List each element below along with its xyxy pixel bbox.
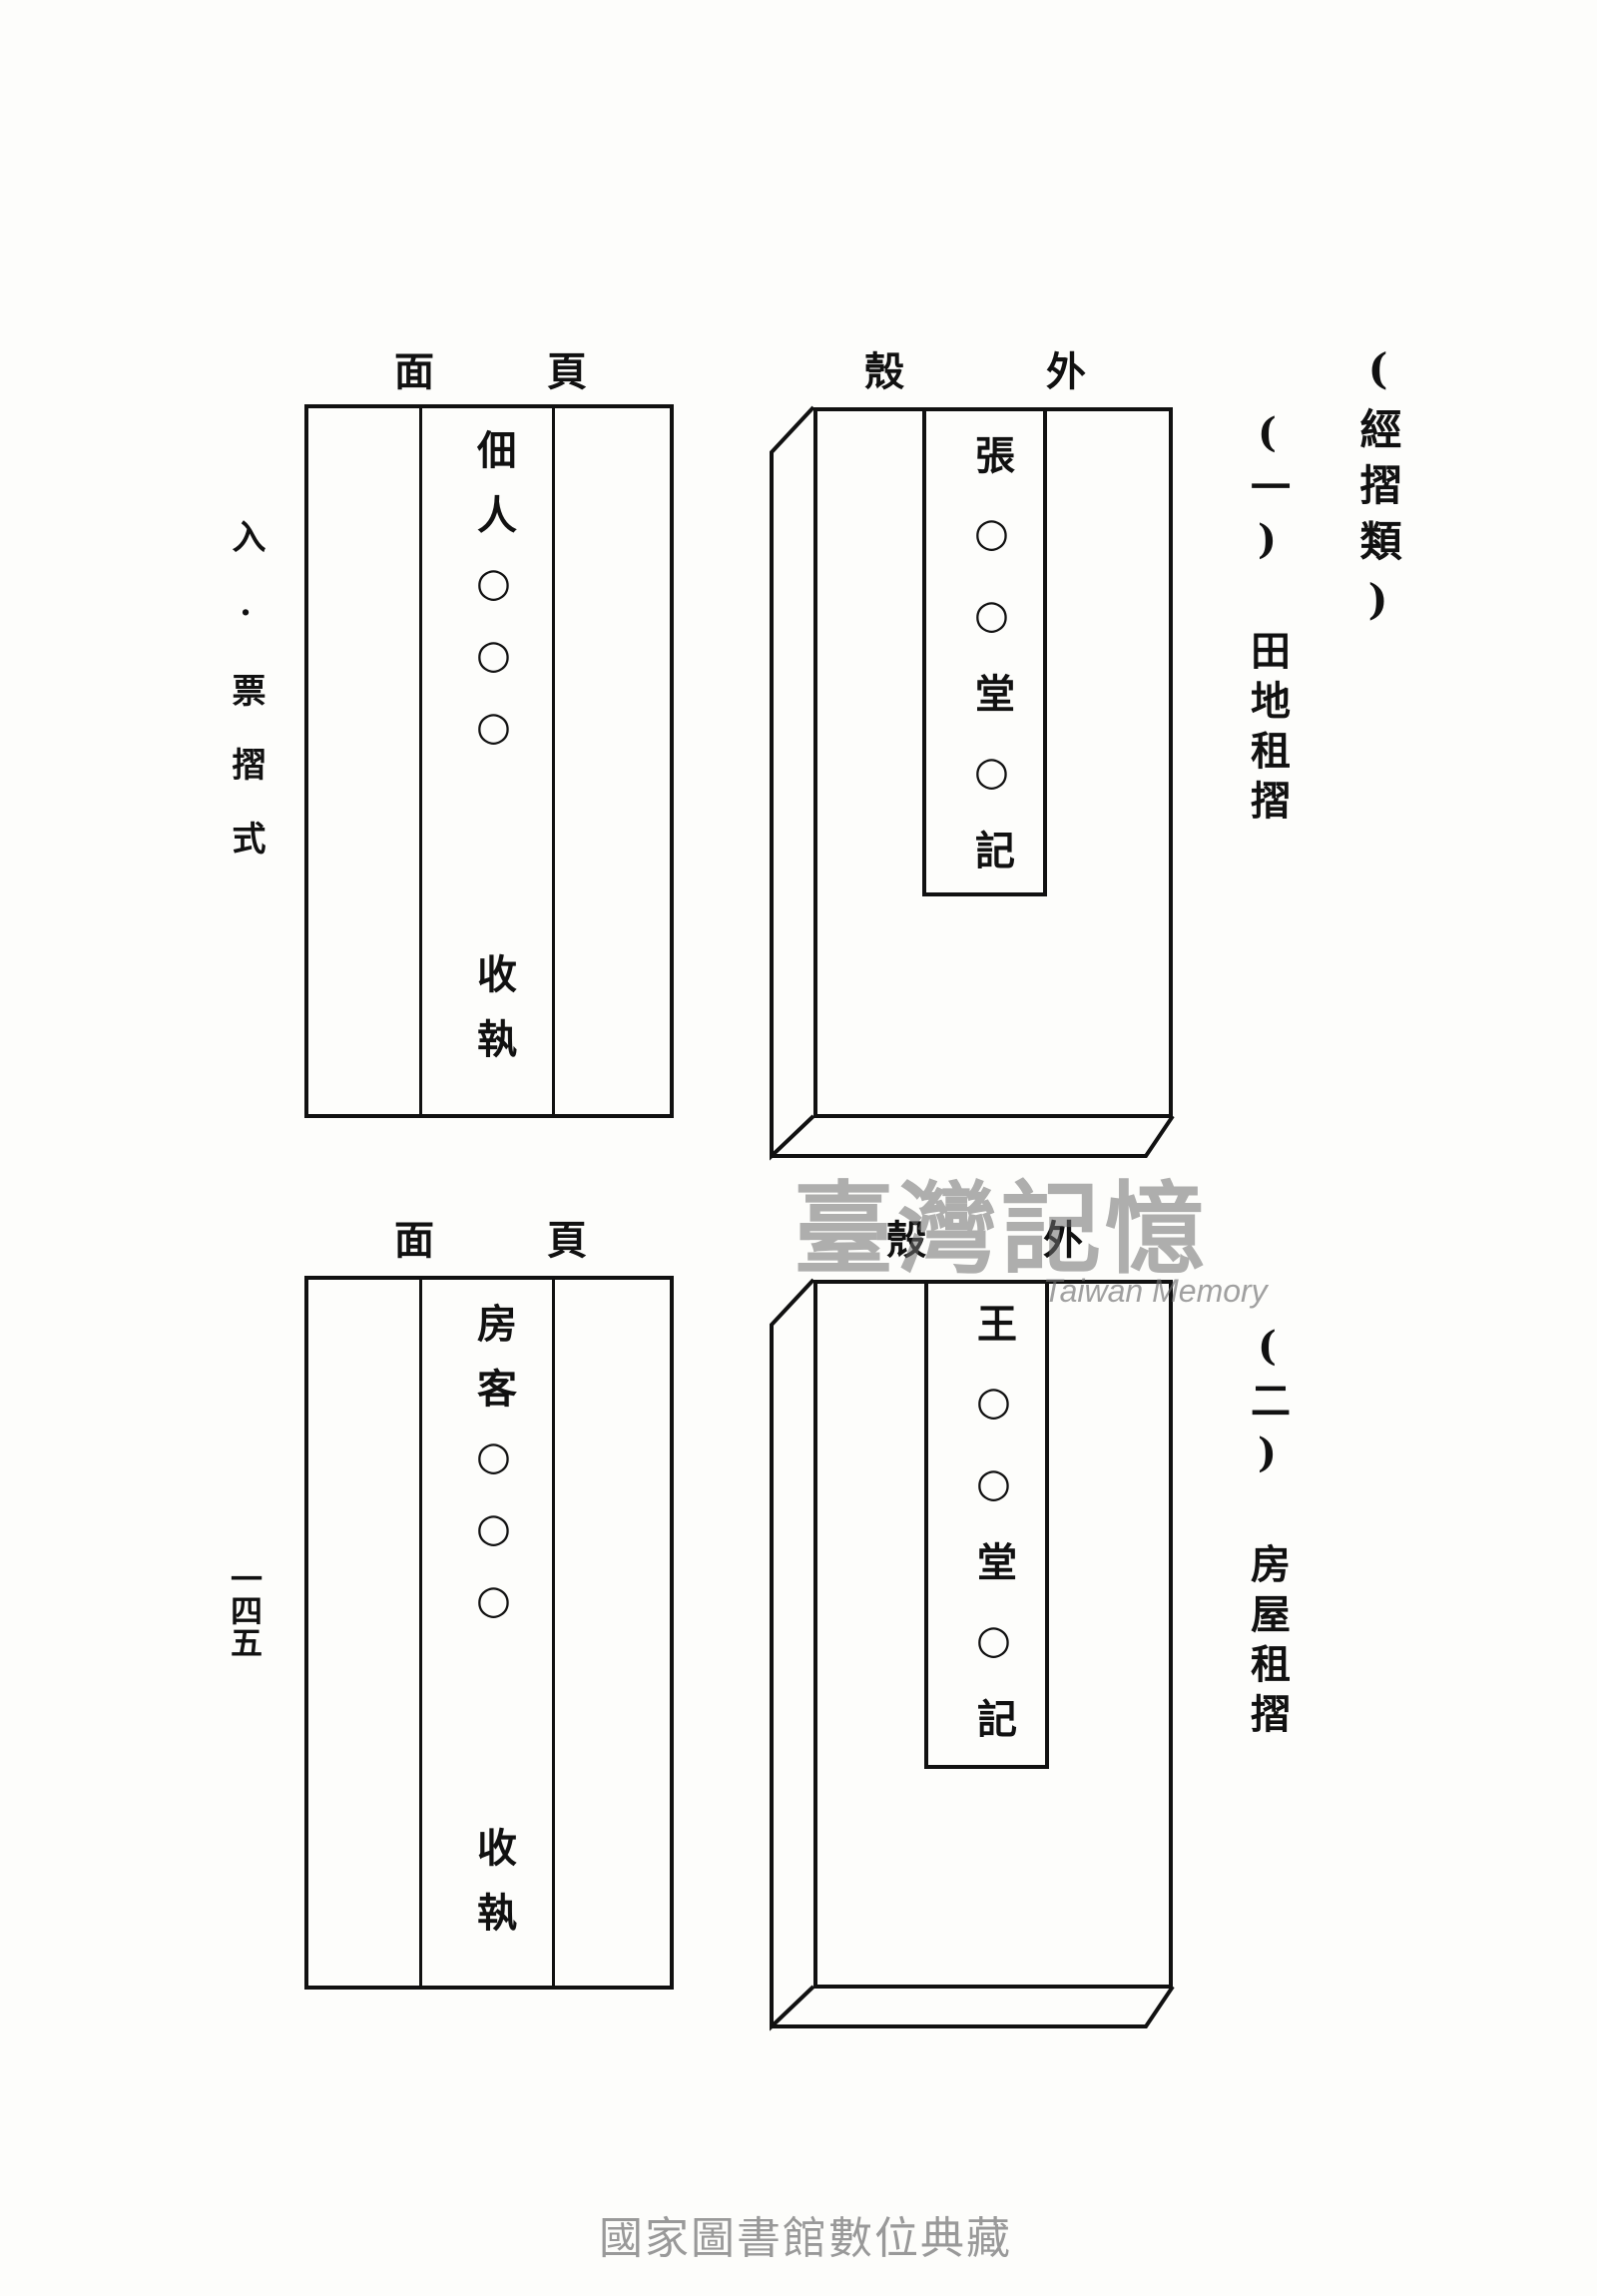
- page1-face: [304, 404, 674, 1118]
- page2-name-text: 房客○○○: [470, 1303, 517, 1648]
- page-number: 一四五: [226, 1562, 264, 1658]
- page2-receipt-text: 收執: [470, 1827, 517, 1957]
- page1-header-face: 面: [394, 348, 434, 395]
- cover1-label-text: 張○○堂○記: [968, 434, 1015, 904]
- page2-column-left: [419, 1279, 422, 1988]
- page1-name-text: 佃人○○○: [470, 429, 517, 775]
- item2-title: (二) 房屋租摺: [1244, 1323, 1291, 1743]
- cover2-label-text: 王○○堂○記: [970, 1303, 1017, 1773]
- footer-credit: 國家圖書館數位典藏: [599, 2213, 1012, 2264]
- watermark-english: Taiwan Memory: [1043, 1273, 1268, 1309]
- item1-title: (一) 田地租摺: [1244, 409, 1291, 830]
- page2-column-right: [552, 1279, 555, 1988]
- page2-header-page: 頁: [547, 1217, 587, 1264]
- cover2-header-shell: 殼: [886, 1217, 926, 1264]
- cover2-header-outer: 外: [1043, 1217, 1083, 1264]
- page2-face: [304, 1276, 674, 1990]
- page1-receipt-text: 收執: [470, 953, 517, 1083]
- cover2-label-box: [924, 1280, 1049, 1769]
- cover1-header-shell: 殼: [864, 348, 904, 395]
- page1-column-left: [419, 407, 422, 1116]
- page1-column-right: [552, 407, 555, 1116]
- section-title: (經摺類): [1353, 344, 1402, 638]
- cover1-label-box: [922, 407, 1047, 896]
- watermark-logo-text: 臺灣記憶: [794, 1170, 1209, 1288]
- cover1-header-outer: 外: [1046, 348, 1086, 395]
- format-caption: 入·票摺式: [226, 519, 266, 894]
- page1-header-page: 頁: [547, 348, 587, 395]
- page2-header-face: 面: [394, 1217, 434, 1264]
